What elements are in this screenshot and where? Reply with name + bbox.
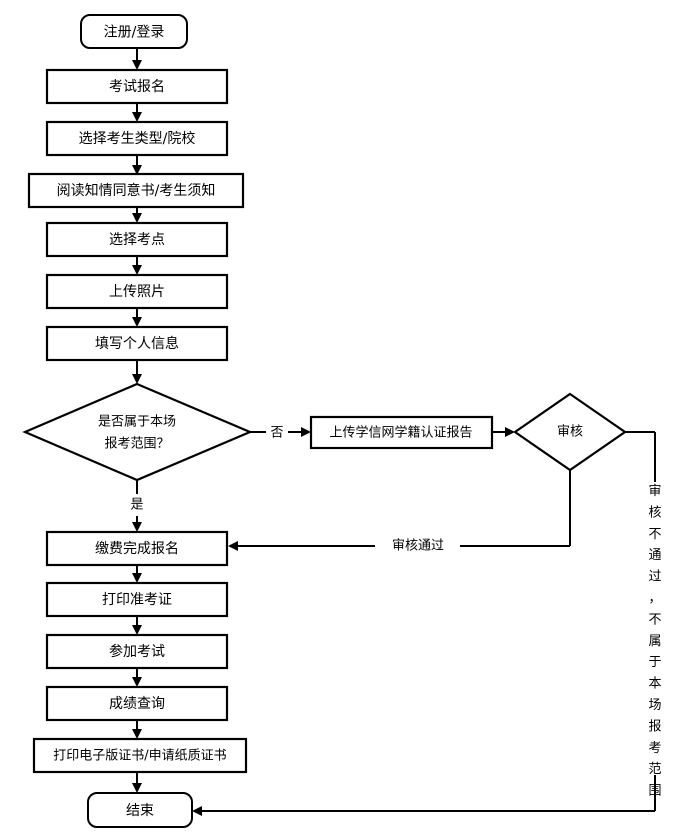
node-print-admission-shape[interactable]: [45, 581, 229, 618]
arrow-signup-to-type: [132, 112, 142, 122]
arrow-score-to-cert: [132, 729, 142, 739]
arrow-review-pass-to-pay: [228, 541, 238, 551]
node-select-site-shape[interactable]: [45, 221, 229, 258]
node-exam-signup[interactable]: 考试报名: [45, 68, 229, 105]
node-select-type[interactable]: 选择考生类型/院校: [45, 120, 229, 157]
edge-group: [132, 48, 656, 816]
node-review-label: 审核: [557, 425, 583, 440]
node-decision-scope[interactable]: 是否属于本场 报考范围？: [22, 382, 253, 482]
edge-label-yes: 是: [130, 498, 143, 513]
node-fill-info-label: 填写个人信息: [95, 335, 179, 352]
arrow-decision-no: [301, 427, 311, 437]
node-read-consent-label: 阅读知情同意书/考生须知: [57, 182, 216, 199]
arrow-report-to-review: [505, 427, 515, 437]
node-exam-signup-shape[interactable]: [45, 68, 229, 105]
node-print-admission[interactable]: 打印准考证: [45, 581, 229, 618]
node-fill-info-shape[interactable]: [45, 325, 229, 362]
arrow-exam-to-score: [132, 677, 142, 687]
node-take-exam-shape[interactable]: [45, 633, 229, 670]
node-exam-signup-label: 考试报名: [109, 79, 165, 95]
node-pay-complete[interactable]: 缴费完成报名: [45, 530, 229, 567]
node-end-label: 结束: [126, 803, 154, 819]
node-review-shape[interactable]: [513, 392, 627, 472]
node-select-type-shape[interactable]: [45, 120, 229, 157]
node-upload-photo-shape[interactable]: [45, 273, 229, 310]
arrow-pay-to-print: [132, 573, 142, 583]
arrow-site-to-photo: [132, 265, 142, 275]
node-end-shape[interactable]: [87, 792, 193, 828]
node-start-label: 注册/登录: [104, 25, 165, 41]
edge-label-review-passed: 审核通过: [392, 539, 444, 554]
node-upload-report[interactable]: 上传学信网学籍认证报告: [309, 415, 494, 450]
node-fill-info[interactable]: 填写个人信息: [45, 325, 229, 362]
node-check-score-shape[interactable]: [45, 685, 229, 722]
arrow-review-fail-to-end: [192, 806, 202, 816]
node-decision-scope-label-line1: 是否属于本场: [98, 415, 176, 430]
arrow-decision-yes: [132, 522, 142, 532]
arrow-cert-to-end: [132, 783, 142, 793]
arrow-consent-to-site: [132, 213, 142, 223]
node-upload-photo[interactable]: 上传照片: [45, 273, 229, 310]
node-end[interactable]: 结束: [87, 792, 193, 828]
arrow-type-to-consent: [132, 165, 142, 175]
arrow-photo-to-info: [132, 317, 142, 327]
node-check-score[interactable]: 成绩查询: [45, 685, 229, 722]
node-print-admission-label: 打印准考证: [102, 591, 172, 608]
arrow-info-to-decision: [132, 374, 142, 384]
node-check-score-label: 成绩查询: [109, 696, 165, 712]
node-select-type-label: 选择考生类型/院校: [79, 130, 196, 147]
node-select-site-label: 选择考点: [109, 232, 165, 248]
node-pay-complete-shape[interactable]: [45, 530, 229, 567]
node-decision-scope-shape[interactable]: [22, 382, 253, 482]
node-start[interactable]: 注册/登录: [80, 14, 188, 49]
node-take-exam-label: 参加考试: [109, 643, 165, 660]
edge-label-no: 否: [270, 426, 283, 441]
node-pay-complete-label: 缴费完成报名: [95, 541, 179, 557]
arrow-print-to-exam: [132, 625, 142, 635]
node-select-site[interactable]: 选择考点: [45, 221, 229, 258]
node-upload-report-shape[interactable]: [309, 415, 494, 450]
node-read-consent-shape[interactable]: [27, 172, 245, 209]
node-print-cert[interactable]: 打印电子版证书/申请纸质证书: [32, 737, 248, 774]
node-read-consent[interactable]: 阅读知情同意书/考生须知: [27, 172, 245, 209]
node-start-shape[interactable]: [80, 14, 188, 49]
node-decision-scope-label-line2: 报考范围？: [104, 437, 169, 452]
node-print-cert-label: 打印电子版证书/申请纸质证书: [53, 749, 226, 764]
node-take-exam[interactable]: 参加考试: [45, 633, 229, 670]
node-review[interactable]: 审核: [513, 392, 627, 472]
node-upload-photo-label: 上传照片: [109, 284, 165, 300]
edge-label-review-failed-vertical: 审核不通过，不属于本场报考范围: [648, 484, 661, 799]
node-print-cert-shape[interactable]: [32, 737, 248, 774]
node-upload-report-label: 上传学信网学籍认证报告: [329, 425, 472, 441]
arrow-start-to-signup: [132, 60, 142, 70]
